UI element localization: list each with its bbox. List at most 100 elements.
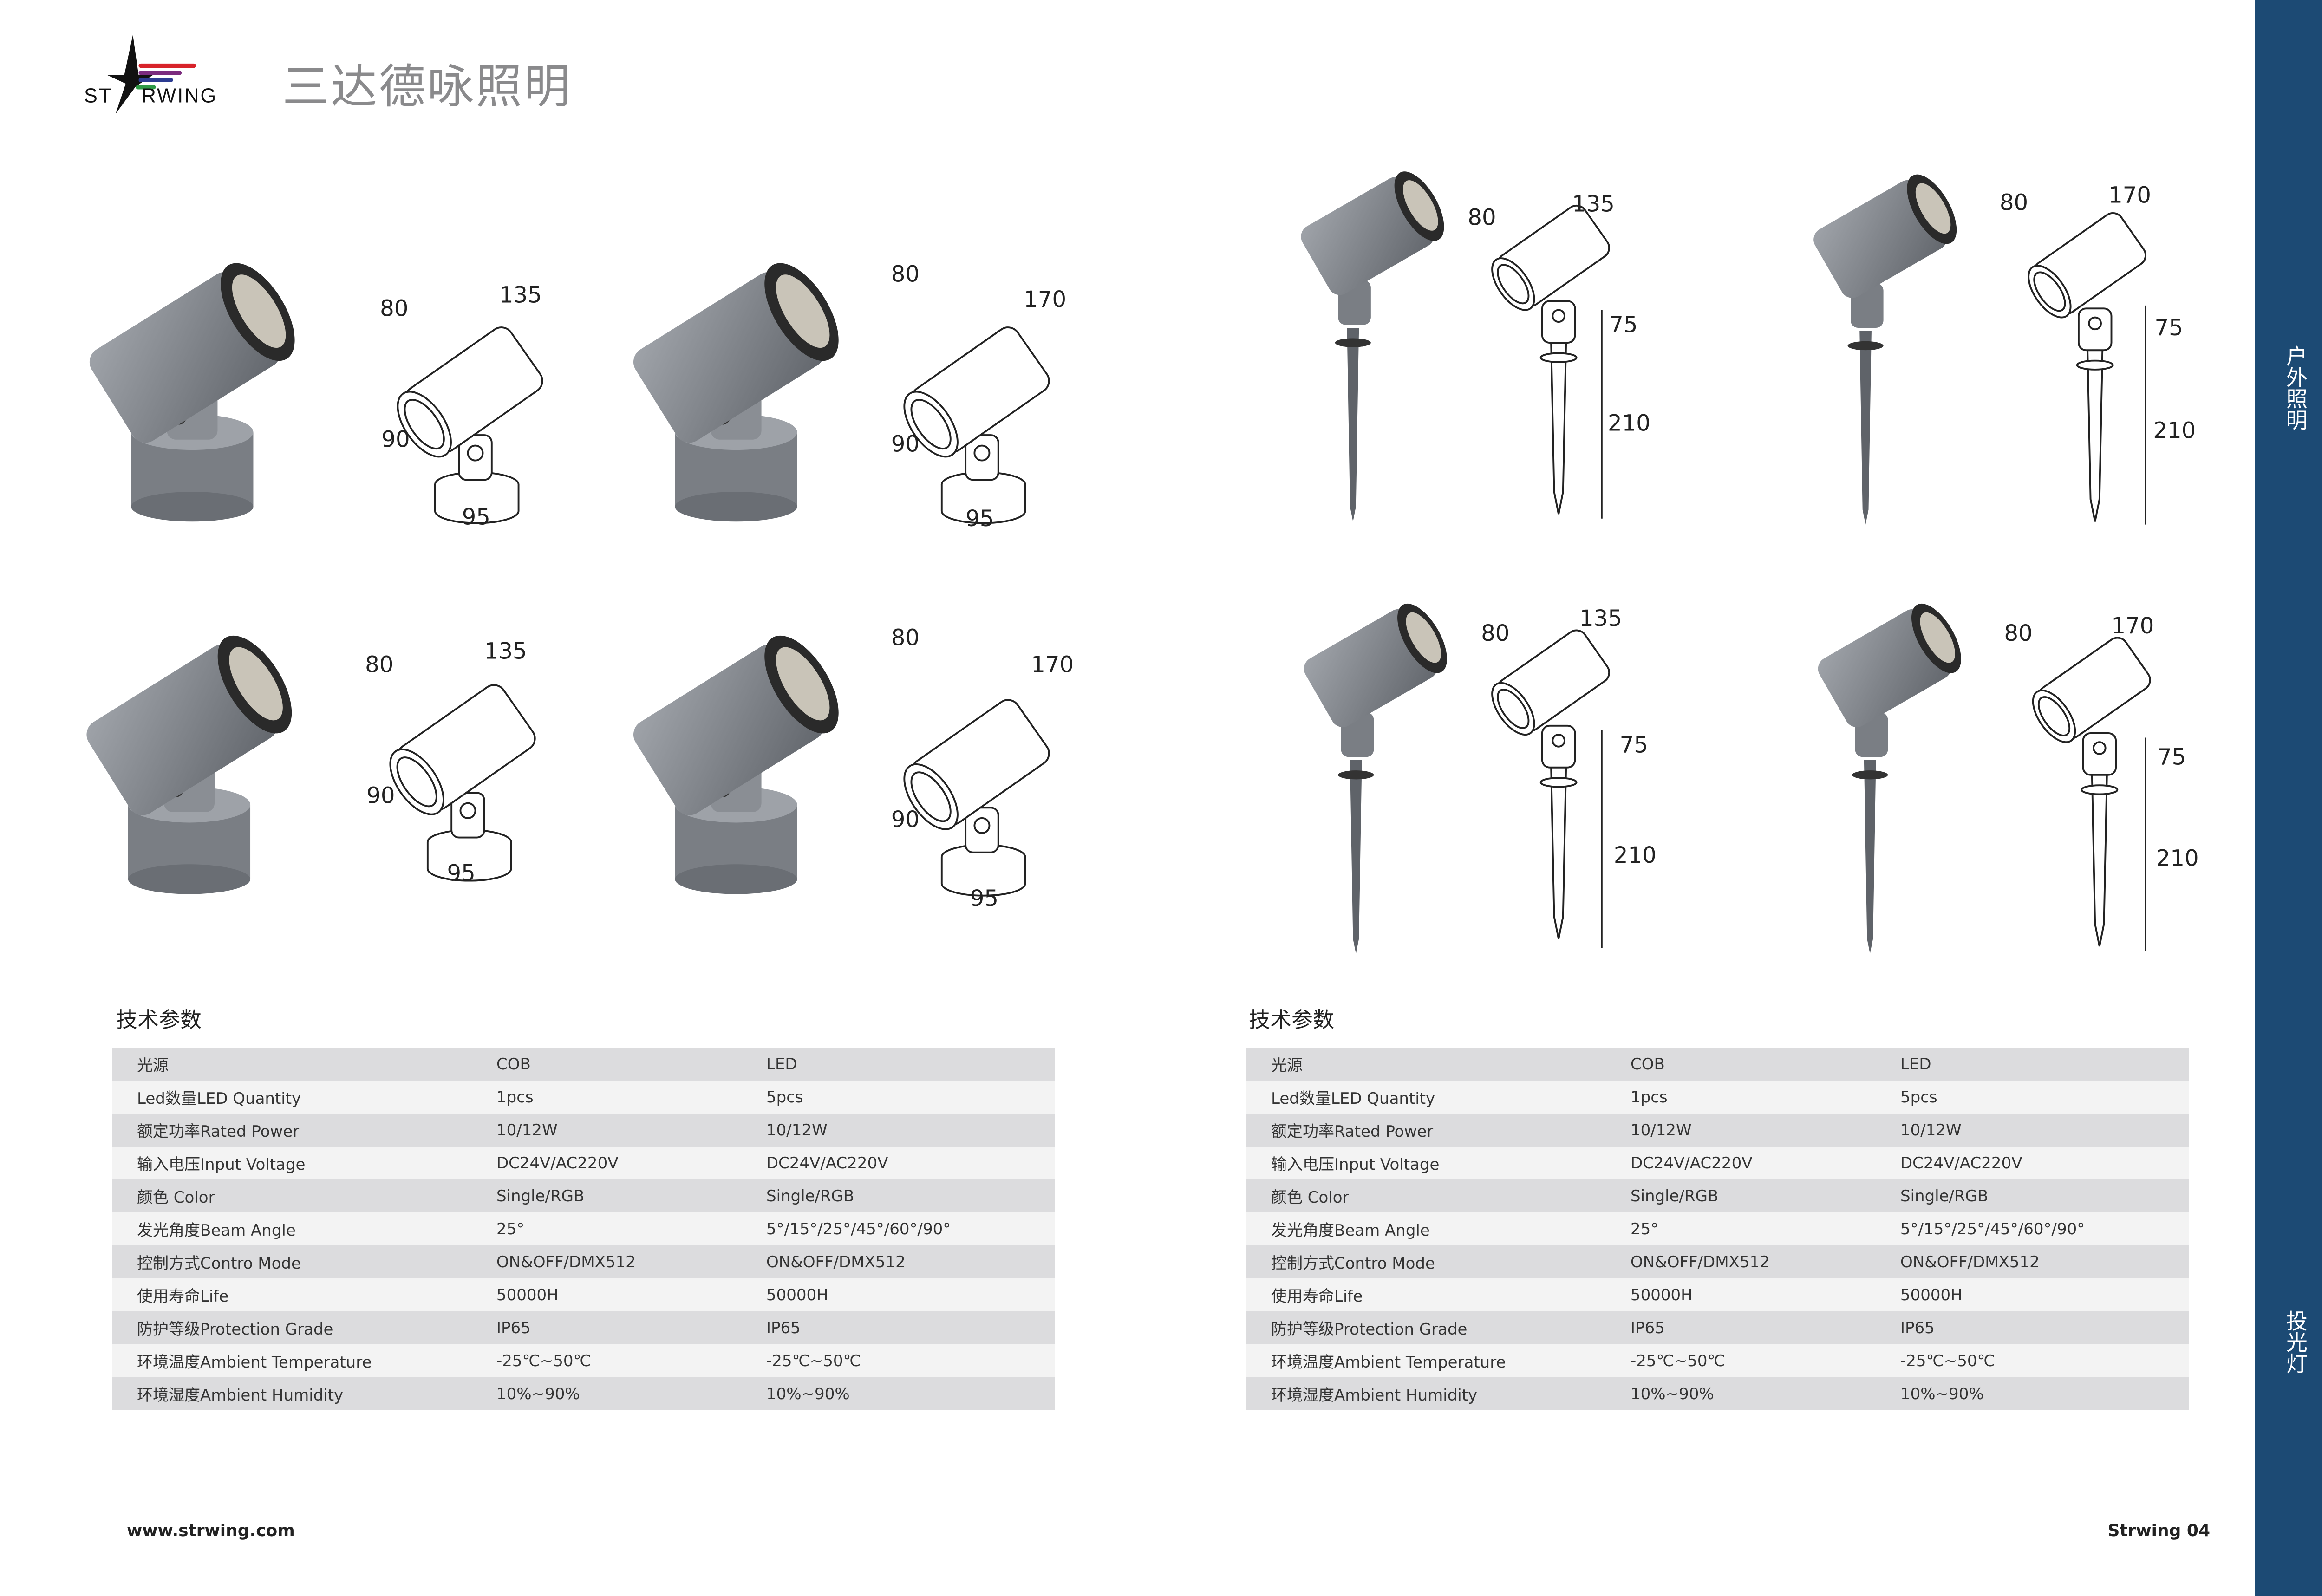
dim-base-label: 95 — [447, 860, 476, 886]
spec-cob-value: ON&OFF/DMX512 — [1631, 1252, 1770, 1271]
sidebar-product-label: 投光灯 — [2283, 1310, 2308, 1374]
spec-cob-value: Single/RGB — [1631, 1186, 1719, 1205]
spec-led-value: 50000H — [766, 1285, 828, 1304]
spec-led-value: DC24V/AC220V — [1900, 1153, 2022, 1173]
spec-title-right: 技术参数 — [1249, 1007, 1334, 1032]
spec-led-value: IP65 — [1900, 1318, 1935, 1337]
spec-cob-value: 50000H — [1631, 1285, 1693, 1304]
spec-row: 环境温度Ambient Temperature-25℃~50℃-25℃~50℃ — [112, 1344, 1055, 1377]
spec-cob-value: 10/12W — [496, 1120, 558, 1140]
dim-base-label: 95 — [970, 886, 998, 912]
spec-led-value: 10%~90% — [1900, 1384, 1984, 1403]
footer-website[interactable]: www.strwing.com — [127, 1521, 295, 1540]
floor-lamp-photo-cob-135 — [83, 251, 310, 522]
spec-led-value: 50000H — [1900, 1285, 1963, 1304]
dim-spike-label: 210 — [1608, 410, 1650, 436]
dim-length-label: 135 — [499, 282, 542, 308]
dim-joint-label: 75 — [1620, 732, 1648, 758]
category-sidebar: 户外照明 投光灯 — [2255, 0, 2322, 1596]
spec-row: 光源 COB LED — [112, 1048, 1055, 1081]
spike-lamp-drawing-cob-135 — [1483, 201, 1614, 515]
dim-width-label: 80 — [2000, 189, 2028, 215]
spec-cob-value: DC24V/AC220V — [496, 1153, 619, 1173]
spec-led-value: ON&OFF/DMX512 — [766, 1252, 906, 1271]
spec-label: 光源 — [137, 1056, 169, 1075]
dim-joint-label: 75 — [2158, 744, 2186, 770]
spec-label: 环境湿度Ambient Humidity — [1271, 1386, 1478, 1405]
svg-text:ST: ST — [84, 85, 112, 107]
floor-lamp-drawing-cob-135 — [386, 322, 548, 524]
spec-label: 光源 — [1271, 1056, 1303, 1075]
spec-led-value: ON&OFF/DMX512 — [1900, 1252, 2040, 1271]
floor-lamp-drawing-cob-170 — [893, 322, 1055, 524]
spec-label: 使用寿命Life — [137, 1287, 229, 1306]
dim-width-label: 80 — [365, 651, 393, 677]
dim-width-label: 80 — [891, 261, 920, 287]
spec-label: 环境温度Ambient Temperature — [137, 1353, 372, 1372]
dim-base-label: 95 — [965, 506, 994, 532]
spec-led-value: 5°/15°/25°/45°/60°/90° — [766, 1219, 951, 1238]
spec-row: 环境温度Ambient Temperature-25℃~50℃-25℃~50℃ — [1246, 1344, 2189, 1377]
floor-lamp-photo-cob-170 — [627, 251, 854, 522]
spike-lamp-drawing-led-170 — [2023, 632, 2155, 947]
floor-lamp-drawing-led-135 — [378, 679, 541, 882]
dim-height-label: 90 — [891, 431, 920, 457]
spec-label: 使用寿命Life — [1271, 1287, 1363, 1306]
spec-led-value: 5°/15°/25°/45°/60°/90° — [1900, 1219, 2085, 1238]
dim-length-label: 135 — [484, 638, 527, 664]
spec-cob-value: ON&OFF/DMX512 — [496, 1252, 636, 1271]
spec-label: 发光角度Beam Angle — [1271, 1221, 1430, 1240]
spec-led-value: -25℃~50℃ — [1900, 1351, 1995, 1370]
spec-led-value: Single/RGB — [766, 1186, 854, 1205]
spec-label: 输入电压Input Voltage — [1271, 1155, 1440, 1174]
spec-led-value: 5pcs — [1900, 1088, 1937, 1107]
starwing-logo: ST RWING — [84, 35, 218, 114]
spec-led-value: DC24V/AC220V — [766, 1153, 888, 1173]
dim-spike-label: 210 — [2156, 846, 2199, 872]
spec-cob-value: COB — [496, 1055, 531, 1074]
dim-length-label: 135 — [1572, 191, 1615, 217]
spec-label: 输入电压Input Voltage — [137, 1155, 306, 1174]
spec-cob-value: IP65 — [496, 1318, 531, 1337]
spec-label: 防护等级Protection Grade — [1271, 1320, 1468, 1339]
spec-cob-value: IP65 — [1631, 1318, 1665, 1337]
footer-page-number: Strwing 04 — [2107, 1521, 2210, 1540]
spec-cob-value: 10/12W — [1631, 1120, 1692, 1140]
spec-label: 防护等级Protection Grade — [137, 1320, 333, 1339]
spec-cob-value: 25° — [496, 1219, 525, 1238]
spec-cob-value: -25℃~50℃ — [496, 1351, 591, 1370]
dim-base-label: 95 — [462, 504, 490, 530]
spec-row: 控制方式Contro Mode ON&OFF/DMX512 ON&OFF/DMX51… — [112, 1245, 1055, 1278]
spike-lamp-photo-led-170 — [1813, 596, 1971, 954]
spec-row: Led数量LED Quantity 1pcs 5pcs — [112, 1081, 1055, 1114]
dim-spike-label: 210 — [2153, 417, 2196, 443]
spec-label: 控制方式Contro Mode — [1271, 1254, 1435, 1273]
spec-label: 控制方式Contro Mode — [137, 1254, 301, 1273]
spec-cob-value: 1pcs — [496, 1088, 534, 1107]
spec-led-value: LED — [1900, 1055, 1931, 1074]
dim-height-label: 90 — [891, 807, 920, 833]
spec-row: 使用寿命Life 50000H 50000H — [1246, 1278, 2189, 1311]
spike-lamp-photo-cob-170 — [1809, 166, 1967, 525]
spec-label: 颜色 Color — [1271, 1188, 1349, 1207]
spec-led-value: 5pcs — [766, 1088, 803, 1107]
spec-led-value: Single/RGB — [1900, 1186, 1989, 1205]
spike-lamp-photo-led-135 — [1299, 596, 1457, 954]
dim-width-label: 80 — [380, 295, 408, 321]
dim-width-label: 80 — [891, 625, 920, 651]
spec-led-value: LED — [766, 1055, 797, 1074]
dim-joint-label: 75 — [2155, 315, 2183, 341]
svg-text:RWING: RWING — [142, 85, 218, 107]
spec-label: Led数量LED Quantity — [137, 1089, 301, 1108]
spec-cob-value: 1pcs — [1631, 1088, 1668, 1107]
